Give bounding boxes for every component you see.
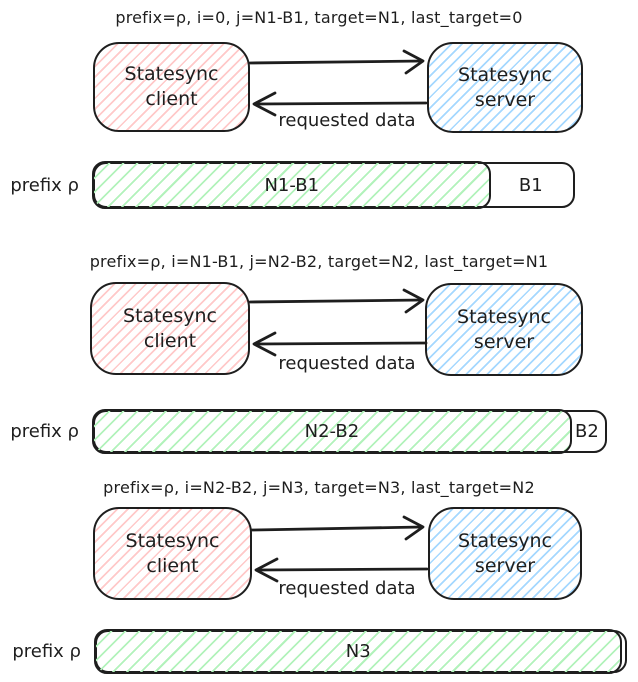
requested-data-label: requested data [278,578,416,599]
statesync-client-label: Statesync client [124,63,219,110]
stage-1-caption: prefix=ρ, i=0, j=N1-B1, target=N1, last_… [115,8,523,27]
statesync-server-box: Statesync server [428,507,582,600]
statesync-client-box: Statesync client [90,282,250,375]
request-arrow-line [250,525,424,532]
response-arrowhead-icon [252,331,277,357]
done-segment: N1-B1 [92,161,492,209]
stage-2-caption: prefix=ρ, i=N1-B1, j=N2-B2, target=N2, l… [89,252,549,271]
done-segment-label: N2-B2 [304,421,360,442]
statesync-client-label: Statesync client [125,529,220,577]
statesync-server-box: Statesync server [427,42,583,133]
response-arrowhead-icon [254,557,279,583]
request-arrowhead-icon [402,288,425,314]
remaining-segment-label: B2 [574,421,599,442]
client-server-arrows [250,515,429,583]
statesync-server-label: Statesync server [457,305,551,353]
done-segment: N3 [94,629,623,674]
remaining-segment: B2 [569,412,605,451]
remaining-segment-label: B1 [518,174,543,196]
remaining-segment: B1 [489,164,573,206]
client-server-arrows [248,288,428,357]
response-arrowhead-icon [252,91,277,117]
statesync-server-label: Statesync server [458,63,552,111]
done-segment-label: N1-B1 [264,174,320,196]
done-segment: N2-B2 [92,409,572,454]
request-arrow-line [248,59,424,65]
statesync-client-box: Statesync client [93,507,252,600]
request-arrowhead-icon [402,515,425,541]
sync-progress-bar: N3 [94,629,627,674]
requested-data-label: requested data [278,110,416,131]
statesync-client-label: Statesync client [123,304,217,352]
prefix-label: prefix ρ [10,174,79,196]
prefix-label: prefix ρ [10,421,79,442]
response-arrow-line [254,101,428,106]
request-arrowhead-icon [402,49,425,75]
sync-progress-bar: N2-B2 B2 [92,409,607,454]
sync-progress-bar: N1-B1 B1 [92,161,575,209]
stage-3-caption: prefix=ρ, i=N2-B2, j=N3, target=N3, last… [103,478,535,497]
requested-data-label: requested data [278,353,416,374]
prefix-label: prefix ρ [12,641,81,662]
request-arrow-line [248,298,424,304]
statesync-server-label: Statesync server [458,529,552,577]
response-arrow-line [256,567,429,572]
done-segment-label: N3 [345,641,371,662]
statesync-client-box: Statesync client [93,42,250,132]
client-server-arrows [248,49,428,117]
response-arrow-line [254,341,428,346]
statesync-server-box: Statesync server [425,283,583,376]
